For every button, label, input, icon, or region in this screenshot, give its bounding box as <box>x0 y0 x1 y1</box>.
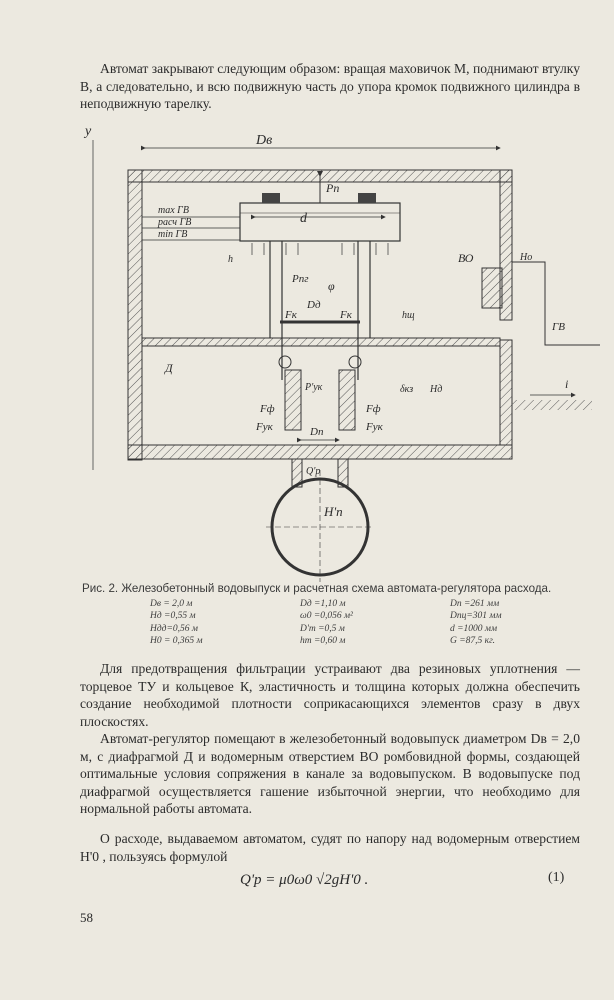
left-wall <box>127 169 143 461</box>
param-cell: ω0 =0,056 м² <box>300 611 353 622</box>
dp-label: Dп <box>309 426 324 438</box>
param-cell: Dв = 2,0 м <box>150 599 193 609</box>
phi-label: φ <box>328 279 335 293</box>
param-cell: Hд =0,55 м <box>150 611 196 622</box>
paragraph-4: О расходе, выдаваемом автоматом, судят п… <box>80 831 580 864</box>
y-axis-label: y <box>83 124 92 139</box>
vo-label: ВО <box>458 251 474 265</box>
png-label: Pпг <box>291 273 309 285</box>
rasch-gv-label: расч ГВ <box>157 217 191 228</box>
gv-label: ГВ <box>551 321 565 333</box>
puk-label: P'ук <box>304 382 323 393</box>
param-cell: G =87,5 кг. <box>450 636 496 647</box>
param-cell: hт =0,60 м <box>300 636 346 647</box>
param-cell: Dп =261 мм <box>450 599 500 609</box>
delta-label: δкз <box>400 384 413 395</box>
figure-params: Dв = 2,0 м Dд =1,10 м Dп =261 мм Hд =0,5… <box>150 598 570 648</box>
param-cell: Dд =1,10 м <box>300 599 346 609</box>
max-gv-label: max ГВ <box>158 205 189 216</box>
param-cell: D'т =0,5 м <box>300 623 345 634</box>
db-label: Dв <box>255 133 272 148</box>
pipe-wall-left <box>284 369 302 431</box>
fuk1-label: Fук <box>255 421 274 433</box>
riser-right <box>337 458 349 488</box>
ground-hatch <box>512 400 592 410</box>
param-cell: H0 = 0,365 м <box>150 636 203 647</box>
i-label: i <box>565 377 568 391</box>
param-cell: Hдд=0,56 м <box>150 623 198 634</box>
technical-drawing: y Dв Д ВО ГВ i max ГВ расч ГВ min ГВ d <box>83 124 600 582</box>
d-label-dim: d <box>300 211 308 226</box>
pipe-wall-right <box>338 369 356 431</box>
param-cell: Dпц=301 мм <box>450 611 502 622</box>
fk1-label: Fк <box>284 309 298 321</box>
cover-plate <box>239 202 401 242</box>
channel-outline <box>512 261 600 346</box>
hsh-label: hщ <box>402 310 415 321</box>
h-label: h <box>228 254 233 265</box>
paragraph-1: Автомат закрывают следующим образом: вра… <box>80 61 580 111</box>
fuk2-label: Fук <box>365 421 384 433</box>
param-cell: d =1000 мм <box>450 623 498 634</box>
formula-1: Q'p = μ0ω0 √2gH'0 . <box>240 872 369 888</box>
pn-label: Pп <box>325 181 339 195</box>
hinge-right <box>348 355 362 369</box>
d-label: Д <box>164 361 174 375</box>
right-wall-lower <box>499 339 513 446</box>
bottom-slab <box>127 444 513 460</box>
figure-caption: Рис. 2. Железобетонный водовыпуск и расч… <box>82 582 552 595</box>
bolt-left <box>262 193 280 203</box>
fk2-label: Fк <box>339 309 353 321</box>
paragraph-2: Для предотвращения фильтрации устраивают… <box>80 661 580 729</box>
min-gv-label: min ГВ <box>158 229 187 240</box>
vo-block <box>481 267 503 309</box>
paragraph-3: Автомат-регулятор помещают в железобетон… <box>80 731 580 816</box>
equation-number: (1) <box>548 870 565 885</box>
riser-left <box>291 458 303 488</box>
fph2-label: Fф <box>365 403 381 415</box>
hd-label: Hд <box>429 384 442 395</box>
hinge-left <box>278 355 292 369</box>
dd-label: Dд <box>306 299 321 311</box>
qp-label: Q'р <box>306 466 320 477</box>
hn-label: H'п <box>323 504 343 519</box>
ho-label: Hо <box>519 252 532 263</box>
fph1-label: Fф <box>259 403 275 415</box>
diaphragm-slab <box>141 337 501 347</box>
pressure-arrows <box>251 243 389 255</box>
page-number: 58 <box>80 910 93 925</box>
bolt-right <box>358 193 376 203</box>
